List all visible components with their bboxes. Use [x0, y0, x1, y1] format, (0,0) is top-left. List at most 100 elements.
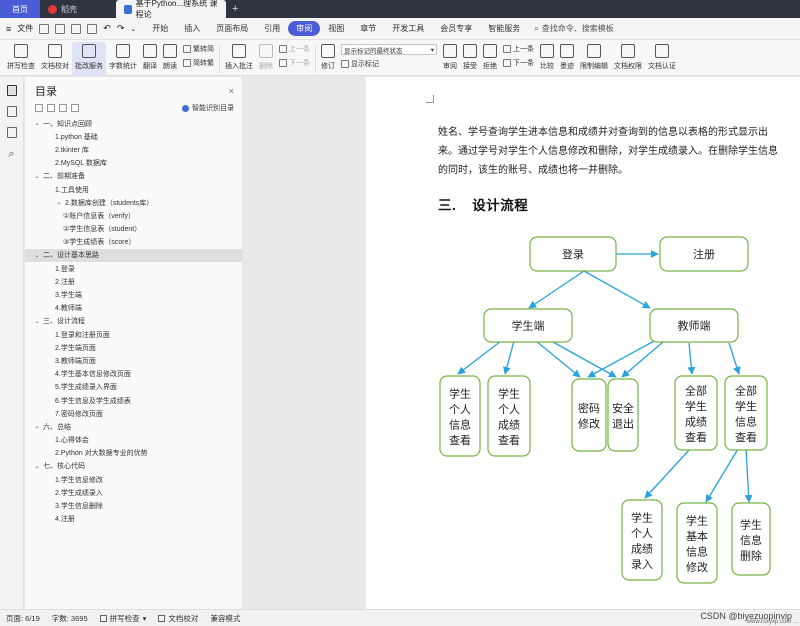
toc-item[interactable]: 7.密码修改页面 — [25, 407, 242, 420]
reject-button[interactable]: 拒绝 — [480, 42, 500, 76]
toc-item[interactable]: ⌄二、前期准备 — [25, 170, 242, 183]
menu-layout[interactable]: 页面布局 — [216, 24, 249, 33]
chapter-icon[interactable] — [6, 106, 17, 117]
next-revision-button[interactable]: 下一条 — [503, 58, 534, 68]
toc-item[interactable]: 2.学生成绩录入 — [25, 486, 242, 499]
markup-state-select[interactable]: 显示标记的最终状态▾ — [341, 44, 437, 55]
close-icon[interactable]: × — [228, 86, 234, 96]
toc-icon[interactable] — [6, 85, 17, 96]
accept-button[interactable]: 接受 — [460, 42, 480, 76]
toc-item[interactable]: 1.登录 — [25, 262, 242, 275]
toc-item[interactable]: 1.登录和注册页面 — [25, 328, 242, 341]
toc-item[interactable]: 3.教师端页面 — [25, 354, 242, 367]
toc-item[interactable]: 2.学生端页面 — [25, 341, 242, 354]
toc-item[interactable]: ⌄一、知识点回顾 — [25, 117, 242, 130]
toc-item[interactable]: 2.tkinter 库 — [25, 143, 242, 156]
open-icon[interactable] — [39, 23, 50, 34]
redo-icon[interactable]: ↷ — [116, 23, 125, 33]
tab-home[interactable]: 首页 — [0, 0, 40, 18]
toc-item[interactable]: ②学生信息表（student） — [25, 223, 242, 236]
command-search[interactable]: ⌕查找命令、搜索模板 — [534, 23, 613, 34]
word-count[interactable]: 字数: 3695 — [51, 613, 88, 623]
toc-item[interactable]: 1.python 基础 — [25, 130, 242, 143]
level-up-icon[interactable] — [59, 104, 67, 112]
file-menu[interactable]: 文件 — [17, 24, 34, 33]
toc-item[interactable]: 1.工具使用 — [25, 183, 242, 196]
toc-item[interactable]: ⌄二、设计基本思路 — [25, 248, 242, 263]
delete-comment-button[interactable]: 删除 — [256, 42, 276, 76]
section-heading[interactable]: 三.设计流程 — [438, 194, 528, 214]
body-paragraph[interactable]: 姓名、学号查询学生进本信息和成绩并对查询到的信息以表格的形式显示出来。通过学号对… — [438, 127, 778, 176]
menu-review[interactable]: 审阅 — [288, 21, 321, 36]
next-comment-button[interactable]: 下一条 — [279, 58, 310, 68]
toc-item[interactable]: ⌄七、核心代码 — [25, 460, 242, 473]
menu-dev[interactable]: 开发工具 — [392, 24, 425, 33]
chevron-down-icon[interactable]: ⌄ — [34, 252, 40, 259]
toc-item[interactable]: 1.心得体会 — [25, 434, 242, 447]
document-page[interactable]: 姓名、学号查询学生进本信息和成绩并对查询到的信息以表格的形式显示出来。通过学号对… — [366, 77, 800, 609]
toc-item[interactable]: ③学生成绩表（score） — [25, 236, 242, 249]
tab-docer[interactable]: 稻壳 — [40, 0, 116, 18]
toc-item[interactable]: 2.注册 — [25, 275, 242, 288]
menu-view[interactable]: 视图 — [328, 24, 345, 33]
status-proofread[interactable]: 文档校对 — [158, 613, 198, 624]
toc-item[interactable]: ①账户信息表（verify） — [25, 209, 242, 222]
document-canvas[interactable]: 姓名、学号查询学生进本信息和成绩并对查询到的信息以表格的形式显示出来。通过学号对… — [244, 77, 800, 609]
spell-check-button[interactable]: 拼写检查 — [4, 42, 38, 76]
collapse-icon[interactable] — [35, 104, 43, 112]
toc-item[interactable]: 4.学生基本信息修改页面 — [25, 368, 242, 381]
chevron-down-icon[interactable]: ⌄ — [34, 318, 40, 325]
menu-member[interactable]: 会员专享 — [440, 24, 473, 33]
toc-item[interactable]: 5.学生成绩录入界面 — [25, 381, 242, 394]
chevron-down-icon[interactable]: ⌄ — [34, 463, 40, 470]
word-count-button[interactable]: 字数统计 — [106, 42, 140, 76]
toc-item[interactable]: 4.教师端 — [25, 302, 242, 315]
revise-button[interactable]: 修订 — [318, 42, 338, 76]
menu-reference[interactable]: 引用 — [264, 24, 281, 33]
insert-comment-button[interactable]: 插入批注 — [222, 42, 256, 76]
trad-to-simp-button[interactable]: 繁转简 — [183, 44, 214, 54]
compare-button[interactable]: 比较 — [537, 42, 557, 76]
hamburger-icon[interactable]: ≡ — [6, 23, 12, 34]
menu-start[interactable]: 开始 — [152, 24, 169, 33]
chevron-down-icon[interactable]: ⌄ — [130, 25, 137, 33]
prev-revision-button[interactable]: 上一条 — [503, 44, 534, 54]
toc-item[interactable]: 1.学生信息修改 — [25, 473, 242, 486]
menu-section[interactable]: 章节 — [360, 24, 377, 33]
toc-item[interactable]: 3.学生端 — [25, 288, 242, 301]
toc-item[interactable]: ⌄2.数据库创建（students库） — [25, 196, 242, 209]
menu-insert[interactable]: 插入 — [184, 24, 201, 33]
new-tab-button[interactable]: + — [232, 3, 239, 15]
read-aloud-button[interactable]: 朗读 — [160, 42, 180, 76]
doc-permission-button[interactable]: 文档权限 — [611, 42, 645, 76]
toc-item[interactable]: 6.学生信息及学生成绩表 — [25, 394, 242, 407]
status-spell-check[interactable]: 拼写检查▾ — [99, 613, 146, 624]
toc-item[interactable]: 3.学生信息删除 — [25, 499, 242, 512]
toc-item[interactable]: ⌄六、总结 — [25, 420, 242, 433]
undo-icon[interactable]: ↶ — [103, 23, 111, 33]
expand-icon[interactable] — [47, 104, 55, 112]
level-down-icon[interactable] — [71, 104, 79, 112]
print-icon[interactable] — [71, 23, 82, 34]
translate-button[interactable]: 翻译 — [140, 42, 160, 76]
limit-edit-button[interactable]: 限制编辑 — [577, 42, 611, 76]
prev-comment-button[interactable]: 上一条 — [279, 44, 310, 54]
review-pane-button[interactable]: 审阅 — [440, 42, 460, 76]
toc-item[interactable]: ⌄三、设计流程 — [25, 315, 242, 328]
chevron-down-icon[interactable]: ⌄ — [34, 121, 40, 128]
bookmark-icon[interactable] — [6, 127, 17, 138]
toc-item[interactable]: 2.Python 对大数据专业的优势 — [25, 447, 242, 460]
chevron-down-icon[interactable]: ⌄ — [56, 200, 62, 207]
show-markup-button[interactable]: 显示标记 — [341, 59, 437, 69]
save-icon[interactable] — [55, 23, 66, 34]
page-indicator[interactable]: 页面: 6/19 — [6, 613, 40, 623]
doc-cert-button[interactable]: 文档认证 — [645, 42, 679, 76]
menu-smart[interactable]: 智能服务 — [488, 24, 521, 33]
preview-icon[interactable] — [87, 23, 98, 34]
chevron-down-icon[interactable]: ⌄ — [34, 173, 40, 180]
toc-item[interactable]: 2.MySQL 数据库 — [25, 157, 242, 170]
search-icon[interactable]: ⌕ — [8, 148, 15, 160]
doc-check-button[interactable]: 文档校对 — [38, 42, 72, 76]
smart-toc-button[interactable]: 智能识别目录 — [182, 103, 234, 113]
tab-document[interactable]: 基于Python...理系统 课程论 — [116, 0, 226, 19]
